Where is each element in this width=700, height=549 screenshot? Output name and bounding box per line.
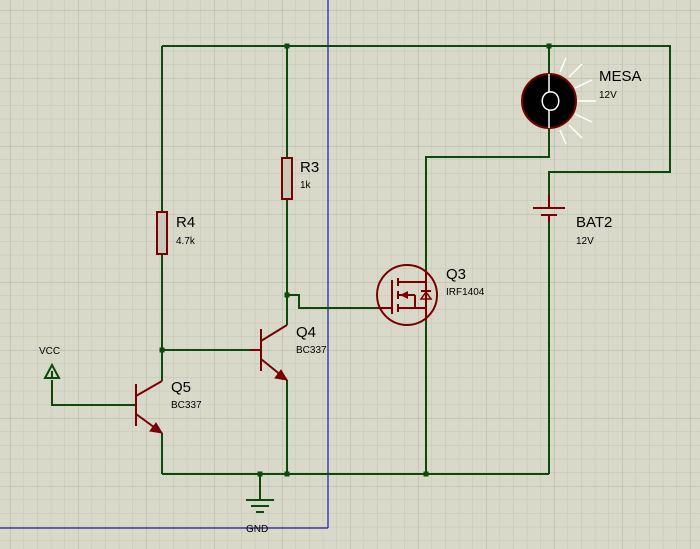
resistor-r3-body: [281, 157, 293, 200]
wire-top-rail[interactable]: [162, 45, 671, 195]
lamp-mesa-ref: MESA: [599, 68, 642, 85]
transistor-q5-value: BC337: [171, 400, 202, 411]
lamp-rays-icon: [559, 57, 596, 145]
battery-bat2[interactable]: BAT2 12V: [533, 195, 612, 247]
mosfet-q3[interactable]: Q3 IRF1404: [376, 264, 485, 326]
wire-vcc[interactable]: [51, 380, 136, 406]
junction-dot: [284, 471, 290, 477]
transistor-q4-ref: Q4: [296, 324, 316, 341]
gnd-label: GND: [246, 524, 268, 535]
resistor-r4-ref: R4: [176, 214, 195, 231]
transistor-q4-value: BC337: [296, 345, 327, 356]
junction-dot: [257, 471, 263, 477]
mosfet-q3-value: IRF1404: [446, 287, 485, 298]
transistor-q4[interactable]: Q4 BC337: [250, 324, 327, 381]
battery-bat2-value: 12V: [576, 236, 594, 247]
vcc-label: VCC: [39, 346, 60, 357]
transistor-q5-ref: Q5: [171, 379, 191, 396]
wire-drain[interactable]: [425, 129, 550, 270]
junction-dot: [423, 471, 429, 477]
mosfet-q3-diode-icon: [419, 290, 433, 300]
sheet-border: [0, 0, 329, 529]
wires: [51, 45, 671, 500]
resistor-r4-body: [156, 211, 168, 255]
resistor-r3[interactable]: R3 1k: [281, 157, 319, 200]
vcc-terminal[interactable]: VCC: [39, 346, 61, 379]
q5-emitter-arrow-icon: [149, 422, 163, 434]
resistor-r3-value: 1k: [300, 180, 312, 191]
resistor-r4[interactable]: R4 4.7k: [156, 211, 196, 255]
lamp-mesa-value: 12V: [599, 90, 617, 101]
transistor-q5[interactable]: Q5 BC337: [135, 379, 202, 434]
resistor-r4-value: 4.7k: [176, 236, 196, 247]
battery-bat2-ref: BAT2: [576, 214, 612, 231]
mosfet-q3-ref: Q3: [446, 266, 466, 283]
junction-dot: [159, 347, 165, 353]
junction-dot: [546, 43, 552, 49]
mosfet-q3-circle: [376, 264, 438, 326]
wire-gate[interactable]: [287, 294, 378, 309]
resistor-r3-ref: R3: [300, 159, 319, 176]
q4-emitter-arrow-icon: [274, 369, 288, 381]
gnd-terminal[interactable]: GND: [246, 499, 274, 535]
lamp-mesa[interactable]: MESA 12V: [521, 57, 642, 145]
junction-dot: [284, 292, 290, 298]
junctions: [159, 43, 552, 477]
lamp-filament-icon: [541, 74, 560, 128]
junction-dot: [284, 43, 290, 49]
mosfet-q3-arrow-icon: [400, 291, 408, 299]
